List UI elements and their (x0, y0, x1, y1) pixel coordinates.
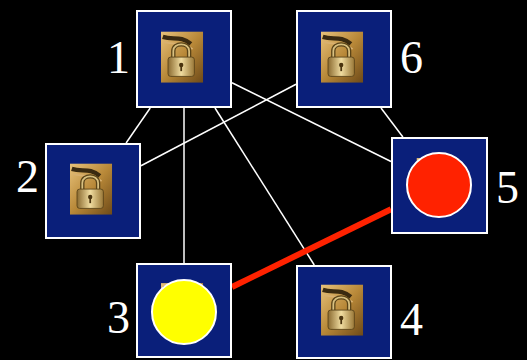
padlock-icon (298, 267, 390, 357)
padlock-icon (47, 145, 139, 237)
node-number: 2 (16, 154, 39, 200)
padlock-icon (298, 12, 390, 106)
padlock-image (70, 164, 112, 215)
padlock-image (161, 32, 203, 83)
node-number: 4 (400, 297, 423, 343)
lock-box: 6 (296, 10, 392, 108)
lock-box: 5 (391, 137, 488, 234)
padlock-image (416, 158, 458, 209)
node-number: 1 (107, 35, 130, 81)
padlock-icon (138, 12, 230, 106)
node-number: 5 (496, 165, 519, 211)
node-number: 6 (400, 35, 423, 81)
lock-box: 3 (136, 263, 232, 358)
lock-box: 1 (136, 10, 232, 108)
lock-box: 4 (296, 265, 392, 359)
graph-edge (381, 108, 403, 137)
graph-edge (126, 108, 150, 143)
padlock-icon (393, 139, 486, 232)
lock-box: 2 (45, 143, 141, 239)
node-number: 3 (107, 295, 130, 341)
yellow-token (152, 280, 216, 344)
red-token (407, 153, 471, 217)
padlock-icon (138, 265, 230, 356)
graph-edge (183, 108, 185, 263)
graph-edge (215, 108, 314, 265)
padlock-image (161, 283, 203, 334)
padlock-image (321, 32, 363, 83)
padlock-image (321, 285, 363, 336)
